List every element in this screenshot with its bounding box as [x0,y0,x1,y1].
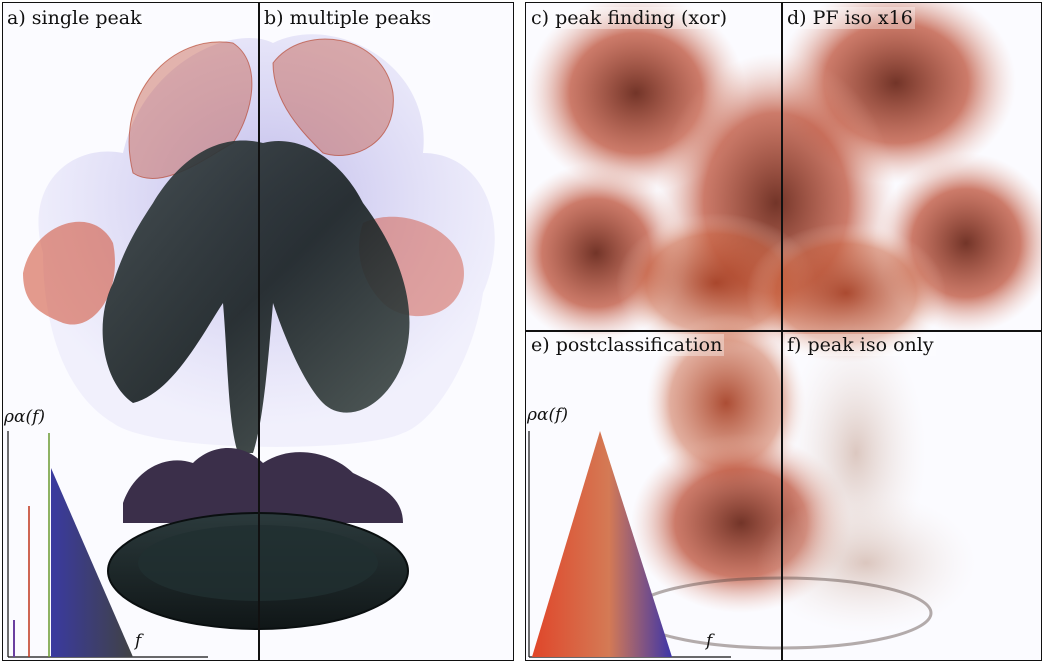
tf-ramp-gradient [532,431,672,657]
panel-label-c: c) peak finding (xor) [529,7,730,29]
left-figure: a) single peak b) multiple peaks ρα(f) f [2,2,514,661]
panel-divider-horizontal [526,330,1041,332]
axis-y-label-left: ρα(f) [4,407,46,427]
panel-label-f: f) peak iso only [785,334,936,356]
panel-label-d: d) PF iso x16 [785,7,915,29]
red-lobe-left [23,221,115,325]
panel-divider-ab [258,3,260,660]
right-rendering [526,3,1041,658]
dark-iso-core [102,140,410,453]
panel-label-b: b) multiple peaks [262,7,434,29]
panel-divider-cd [781,3,783,660]
axis-x-label-right: f [706,631,713,651]
axis-x-label-left: f [135,631,142,651]
tf-ramp-blue [51,468,133,657]
base-flames [123,448,403,523]
red-cap-right [272,38,394,156]
panel-label-e: e) postclassification [529,334,725,356]
right-figure: c) peak finding (xor) d) PF iso x16 e) p… [525,2,1042,661]
axis-y-label-right: ρα(f) [527,405,569,425]
panel-label-a: a) single peak [5,7,144,29]
